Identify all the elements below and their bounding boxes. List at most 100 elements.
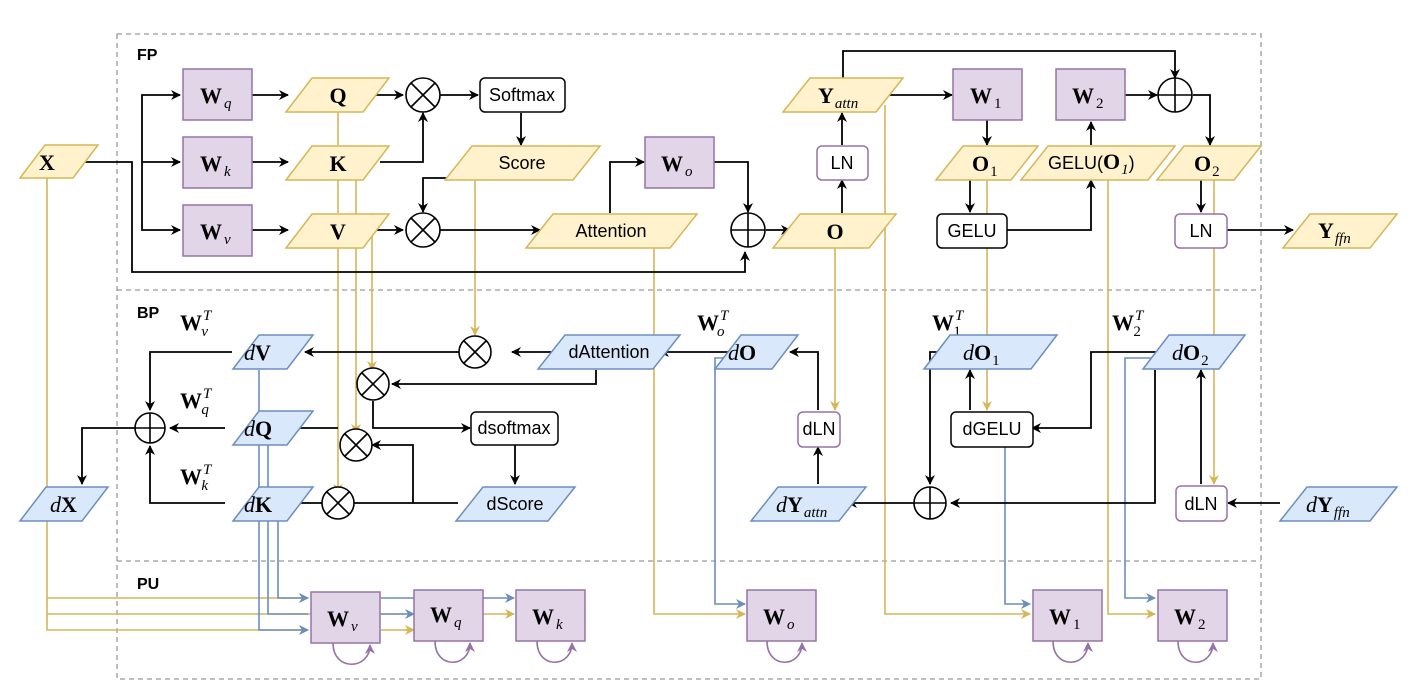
node-dk[interactable]: dK — [231, 486, 315, 522]
node-do2[interactable]: dO2 — [1141, 334, 1247, 370]
node-o-label: O — [826, 219, 843, 244]
node-y-attn[interactable]: Yattn — [781, 77, 905, 113]
node-score-label: Score — [498, 153, 545, 173]
node-q-label: Q — [329, 83, 346, 108]
node-attention-label: Attention — [575, 221, 646, 241]
edge-dln-to-do — [789, 347, 819, 410]
node-dy-attn[interactable]: dYattn — [749, 486, 868, 522]
node-dq[interactable]: dQ — [231, 410, 315, 446]
node-dln-attn[interactable]: dLN — [797, 411, 841, 448]
edge-do2-to-pu-w2 — [1124, 357, 1168, 603]
node-dy-attn-label: dYattn — [776, 492, 827, 521]
node-v-label: V — [330, 219, 346, 244]
node-score[interactable]: Score — [443, 145, 602, 181]
node-dsoftmax[interactable]: dsoftmax — [470, 411, 559, 446]
edge-do2-to-dgelu — [1031, 351, 1170, 433]
node-do[interactable]: dO — [713, 334, 800, 370]
node-o[interactable]: O — [771, 213, 898, 249]
node-dscore[interactable]: dScore — [454, 486, 577, 522]
node-do-label: dO — [728, 340, 756, 365]
node-dk-label: dK — [244, 492, 272, 517]
edge-gelu-o1-to-pu-w2 — [1107, 178, 1156, 619]
node-dgelu[interactable]: dGELU — [950, 411, 1034, 448]
edge-add-to-o2 — [1193, 94, 1215, 146]
section-label-fp: FP — [137, 47, 158, 64]
node-gelu-o1[interactable]: GELU(O1) — [1019, 145, 1177, 181]
node-dgelu-label: dGELU — [962, 419, 1021, 439]
node-o2-label: O2 — [1194, 151, 1220, 180]
section-label-bp: BP — [137, 305, 160, 322]
node-x[interactable]: X — [18, 144, 100, 179]
self-update-loop-icon — [536, 640, 577, 664]
edge-x-to-wv — [141, 162, 181, 235]
forward-to-backward-edges — [46, 105, 1219, 635]
multiply-op-qk — [405, 77, 441, 113]
node-softmax[interactable]: Softmax — [479, 77, 566, 113]
node-dx[interactable]: dX — [18, 486, 110, 522]
edge-attention-to-pu-wo — [653, 246, 746, 619]
node-dv[interactable]: dV — [231, 334, 315, 370]
node-dattention-label: dAttention — [568, 342, 649, 362]
node-attention[interactable]: Attention — [524, 213, 699, 249]
edge-wo-to-add — [714, 161, 753, 213]
node-x-label: X — [39, 150, 55, 175]
self-update-loop-icon — [1177, 640, 1218, 664]
node-q[interactable]: Q — [284, 77, 391, 113]
add-op-attn — [730, 212, 766, 248]
edge-k-to-mult — [380, 112, 428, 163]
node-y-ffn[interactable]: Yffn — [1281, 213, 1399, 249]
add-op-ffn — [1157, 77, 1193, 113]
node-v[interactable]: V — [284, 213, 391, 249]
edge-dk-to-pu — [277, 520, 309, 603]
edge-x-to-pu-wv — [46, 178, 309, 635]
node-dy-ffn[interactable]: dYffn — [1278, 486, 1399, 522]
node-ln-ffn-label: LN — [1189, 221, 1212, 241]
node-softmax-label: Softmax — [489, 85, 555, 105]
node-o2[interactable]: O2 — [1155, 145, 1263, 181]
node-o1-label: O1 — [972, 151, 998, 180]
multiply-op-dscore-q — [321, 486, 355, 520]
edge-attention-to-wo — [609, 157, 645, 213]
edge-score-to-mult2 — [418, 177, 452, 213]
node-dln-ffn[interactable]: dLN — [1175, 485, 1228, 522]
edge-add-to-dx — [77, 427, 150, 485]
node-ln-attn-label: LN — [830, 153, 853, 173]
add-op-dy-attn — [913, 486, 947, 520]
node-gelu[interactable]: GELU — [936, 213, 1008, 249]
multiply-op-datt-v — [458, 335, 492, 369]
section-label-pu: PU — [137, 576, 159, 593]
node-dq-label: dQ — [244, 416, 272, 441]
backward-to-update-edges — [258, 357, 1168, 635]
node-o1[interactable]: O1 — [934, 145, 1040, 181]
edge-dv-to-pu-wv — [258, 370, 309, 635]
node-dattention[interactable]: dAttention — [536, 334, 682, 370]
edge-gelu-to-gelu-o1 — [1007, 179, 1096, 231]
forward-flow-edges — [80, 50, 1294, 273]
node-do1[interactable]: dO1 — [922, 334, 1059, 370]
edge-dq-to-pu — [267, 445, 308, 615]
node-ln-ffn[interactable]: LN — [1174, 213, 1228, 249]
node-ln-attn[interactable]: LN — [816, 145, 869, 181]
node-k[interactable]: K — [284, 145, 391, 181]
